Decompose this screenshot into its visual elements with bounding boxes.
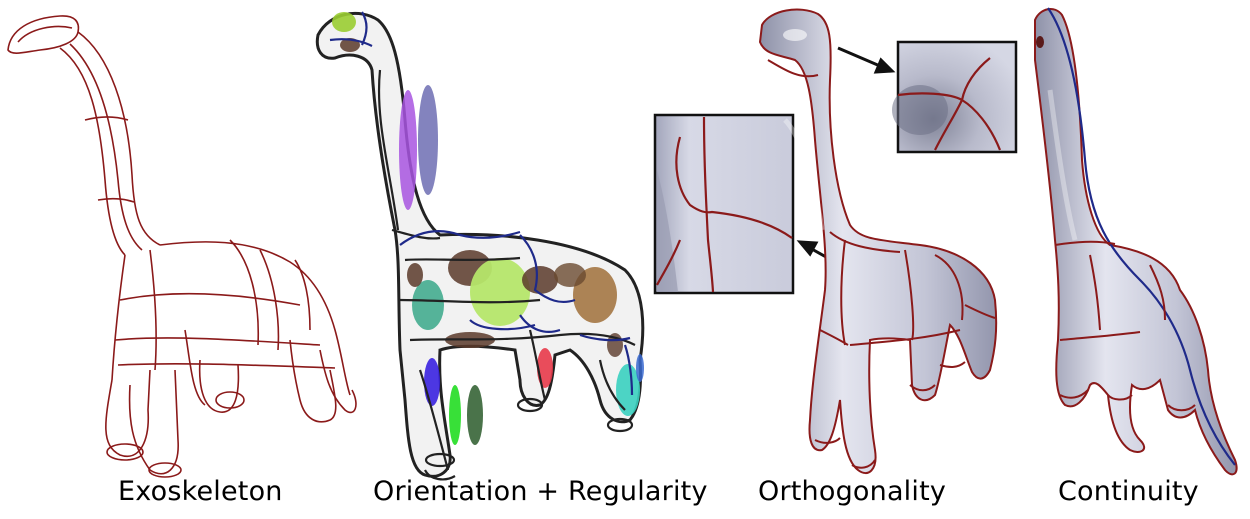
caption-continuity: Continuity — [1058, 476, 1199, 507]
arrow-right — [838, 48, 892, 72]
caption-orthogonality: Orthogonality — [758, 476, 946, 507]
continuity-model — [1035, 8, 1237, 474]
inset-orthogonality-junction — [892, 42, 1016, 152]
inset-orthogonality-close — [655, 115, 793, 293]
orientation-model — [317, 12, 644, 479]
exoskeleton-wireframe — [8, 16, 356, 477]
caption-exoskeleton: Exoskeleton — [118, 476, 283, 507]
caption-orientation-regularity: Orientation + Regularity — [373, 476, 708, 507]
